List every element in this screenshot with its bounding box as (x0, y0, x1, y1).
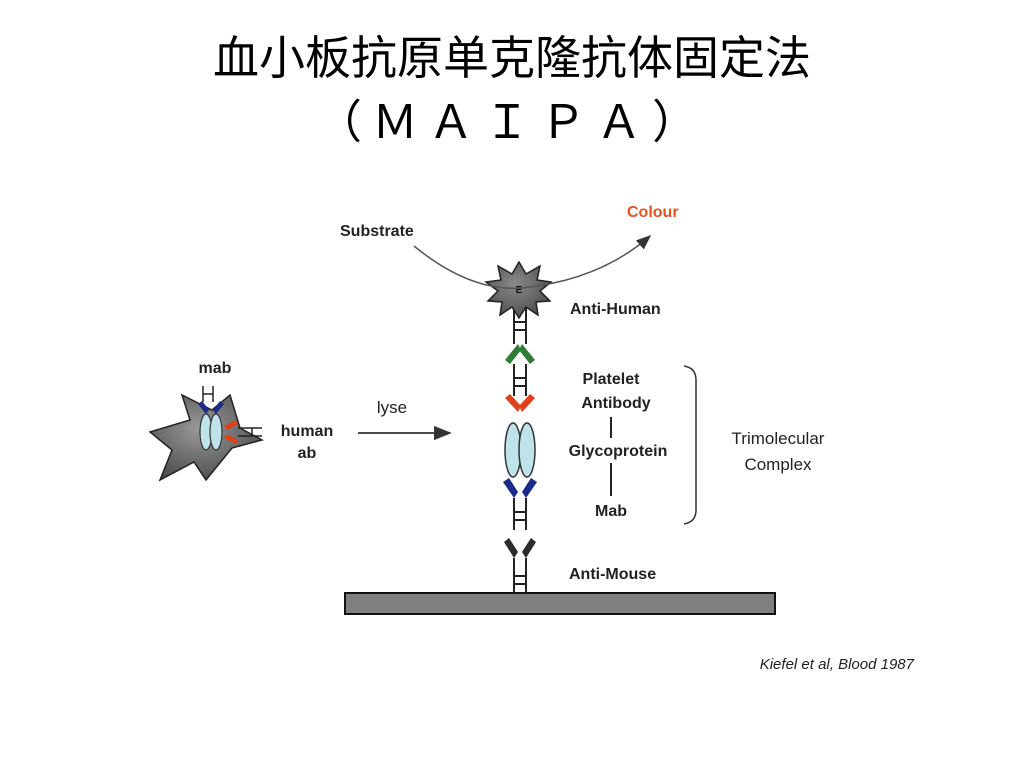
glycoprotein-label: Glycoprotein (569, 443, 668, 460)
substrate-label: Substrate (340, 223, 414, 240)
glycoprotein (504, 422, 536, 478)
citation: Kiefel et al, Blood 1987 (760, 656, 915, 673)
enzyme-starburst: E (484, 260, 553, 320)
platelet-antibody-label-line1: Platelet (583, 371, 641, 388)
trimolecular-label-line2: Complex (744, 455, 812, 474)
anti-human-label: Anti-Human (570, 301, 661, 318)
slide-title-line1: 血小板抗原单克隆抗体固定法 (213, 31, 811, 85)
mab-antibody (503, 478, 537, 530)
platelet-cell (148, 386, 265, 482)
platelet-antibody (505, 364, 535, 412)
anti-mouse-label: Anti-Mouse (569, 566, 656, 583)
enzyme-label: E (516, 285, 523, 296)
anti-human-antibody (505, 306, 535, 364)
solid-phase-plate (344, 592, 776, 615)
trimolecular-bracket (683, 365, 697, 525)
human-ab-label-line2: ab (298, 445, 317, 462)
lyse-label: lyse (377, 398, 407, 417)
human-ab-label-line1: human (281, 423, 333, 440)
platelet-antibody-label-line2: Antibody (581, 395, 650, 412)
slide-title: 血小板抗原单克隆抗体固定法 （ＭＡＩＰＡ） (0, 26, 1024, 154)
mab-complex-label: Mab (595, 503, 627, 520)
colour-label: Colour (627, 204, 679, 221)
anti-mouse-antibody (504, 538, 536, 593)
mab-cell-label: mab (199, 360, 232, 377)
slide-title-line2: （ＭＡＩＰＡ） (316, 95, 708, 149)
substrate-colour-arrow (413, 235, 652, 290)
trimolecular-label-line1: Trimolecular (732, 429, 825, 448)
